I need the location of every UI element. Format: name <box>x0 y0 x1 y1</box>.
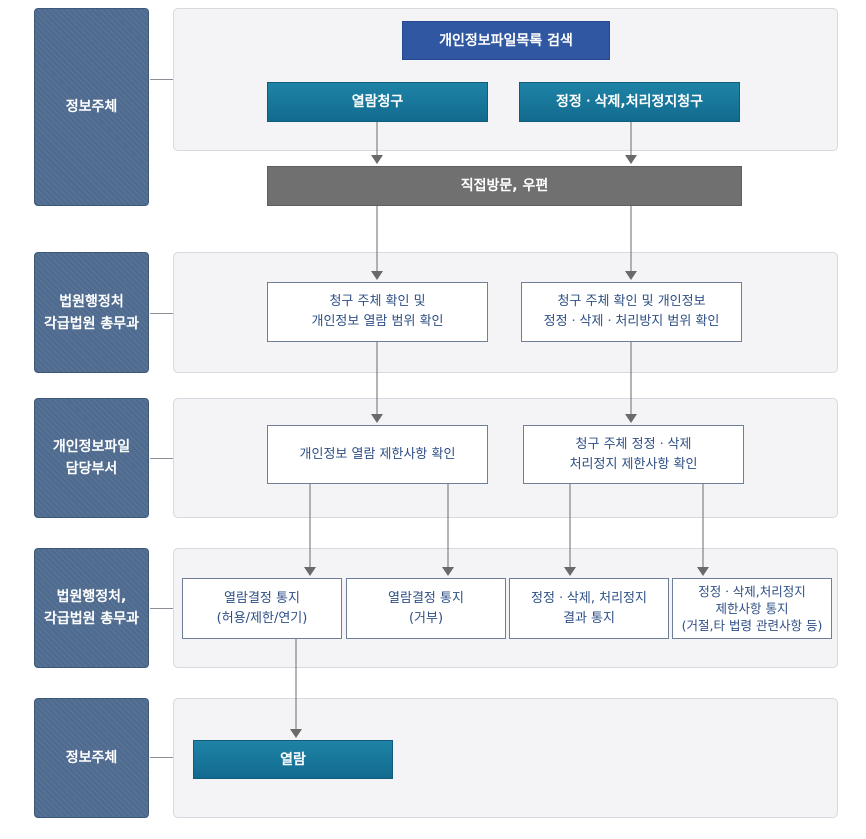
role-connector <box>150 608 173 609</box>
box-label: 개인정보파일목록 검색 <box>439 32 573 49</box>
box-label: 열람 <box>280 751 306 768</box>
box-label-line1: 정정ㆍ삭제, 처리정지 <box>531 590 647 606</box>
role-label-line1: 개인정보파일 <box>52 439 131 455</box>
view-decision-allow-box: 열람결정 통지 (허용/제한/연기) <box>182 578 342 639</box>
role-data-subject-top: 정보주체 <box>34 8 149 206</box>
search-file-list-button[interactable]: 개인정보파일목록 검색 <box>402 21 610 60</box>
box-label-line2: 정정ㆍ삭제ㆍ처리방지 범위 확인 <box>543 314 720 329</box>
correction-scope-check-box: 청구 주체 확인 및 개인정보 정정ㆍ삭제ㆍ처리방지 범위 확인 <box>521 282 742 342</box>
box-label-line3: (거절,타 법령 관련사항 등) <box>681 618 823 633</box>
role-file-department: 개인정보파일 담당부서 <box>34 398 149 518</box>
view-scope-check-box: 청구 주체 확인 및 개인정보 열람 범위 확인 <box>267 282 488 342</box>
role-court-admin-notice: 법원행정처, 각급법원 총무과 <box>34 548 149 668</box>
arrow-head <box>625 155 637 164</box>
role-label: 정보주체 <box>65 99 118 115</box>
box-label: 직접방문, 우편 <box>460 178 549 194</box>
role-label: 정보주체 <box>65 750 118 766</box>
role-label-line1: 법원행정처 <box>59 293 124 310</box>
role-label-line1: 법원행정처, <box>56 589 127 605</box>
box-label-line1: 청구 주체 정정ㆍ삭제 <box>575 436 692 452</box>
box-label-line2: (거부) <box>408 610 444 626</box>
role-label-line2: 각급법원 총무과 <box>43 315 140 332</box>
view-decision-reject-box: 열람결정 통지 (거부) <box>346 578 506 639</box>
box-label-line2: 결과 통지 <box>563 610 615 626</box>
role-court-admin: 법원행정처 각급법원 총무과 <box>34 252 149 373</box>
box-label-line1: 정정ㆍ삭제,처리정지 <box>698 584 806 599</box>
role-data-subject-bottom: 정보주체 <box>34 698 149 818</box>
box-label-line1: 열람결정 통지 <box>224 590 300 606</box>
correction-request-button[interactable]: 정정ㆍ삭제,처리정지청구 <box>519 82 740 122</box>
role-label-line2: 담당부서 <box>65 461 118 477</box>
box-label: 개인정보 열람 제한사항 확인 <box>299 446 456 462</box>
box-label-line1: 열람결정 통지 <box>388 590 464 606</box>
view-restriction-check-box: 개인정보 열람 제한사항 확인 <box>267 425 488 484</box>
role-connector <box>150 79 173 80</box>
arrow-head <box>371 155 383 164</box>
view-result-button[interactable]: 열람 <box>193 740 393 779</box>
view-request-button[interactable]: 열람청구 <box>267 82 488 122</box>
correction-restriction-notice-box: 정정ㆍ삭제,처리정지 제한사항 통지 (거절,타 법령 관련사항 등) <box>672 578 832 639</box>
role-label-line2: 각급법원 총무과 <box>43 611 140 627</box>
role-connector <box>150 757 173 758</box>
box-label-line2: 개인정보 열람 범위 확인 <box>311 314 444 329</box>
box-label-line1: 청구 주체 확인 및 <box>329 294 426 309</box>
box-label: 열람청구 <box>351 94 404 110</box>
submission-method-bar: 직접방문, 우편 <box>267 166 742 206</box>
box-label-line2: 처리정지 제한사항 확인 <box>569 456 698 472</box>
correction-restriction-check-box: 청구 주체 정정ㆍ삭제 처리정지 제한사항 확인 <box>523 425 744 484</box>
role-connector <box>150 458 173 459</box>
box-label-line2: (허용/제한/연기) <box>216 610 308 626</box>
box-label-line2: 제한사항 통지 <box>715 601 789 616</box>
role-connector <box>150 313 173 314</box>
box-label: 정정ㆍ삭제,처리정지청구 <box>556 94 703 110</box>
correction-result-box: 정정ㆍ삭제, 처리정지 결과 통지 <box>509 578 669 639</box>
box-label-line1: 청구 주체 확인 및 개인정보 <box>557 294 706 309</box>
